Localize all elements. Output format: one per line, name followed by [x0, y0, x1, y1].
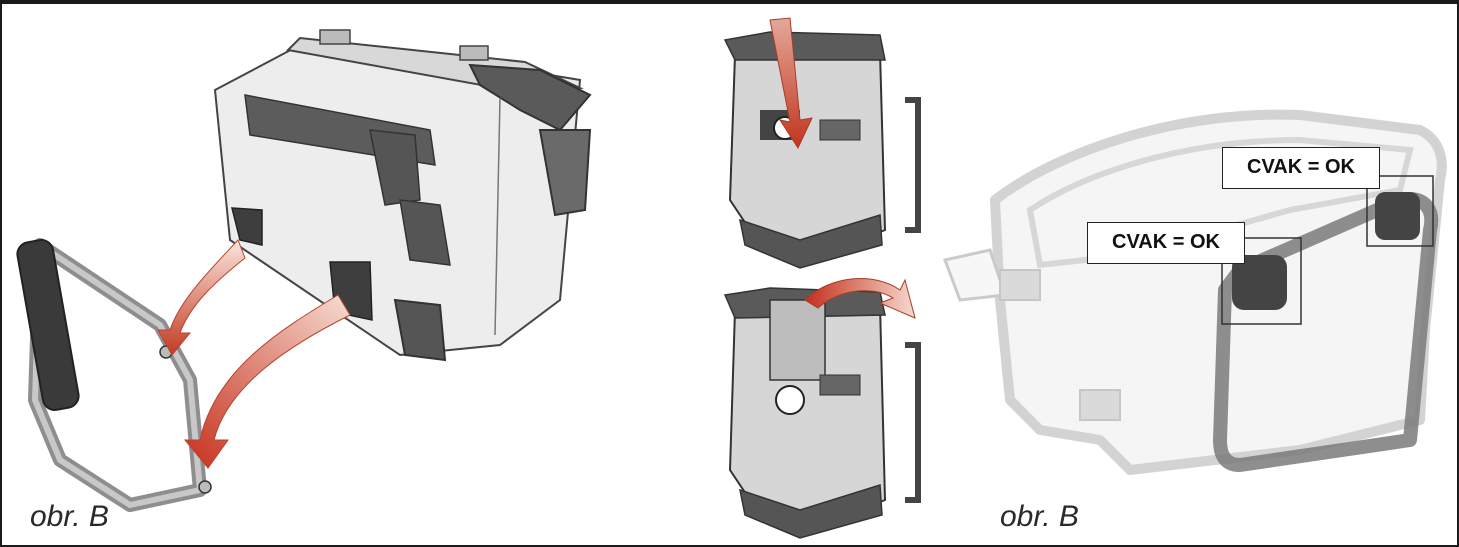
middle-rail-top	[905, 97, 921, 233]
middle-rail-bottom	[905, 342, 921, 503]
click-point-top	[1366, 175, 1434, 247]
left-mounting-rack	[16, 238, 212, 512]
left-pannier-case	[213, 29, 592, 362]
click-ok-label-top: CVAK = OK	[1222, 147, 1380, 189]
middle-case-bottom	[723, 287, 887, 539]
figure-caption-left: obr. B	[30, 500, 109, 533]
middle-case-top	[723, 31, 887, 269]
click-point-middle	[1221, 237, 1302, 325]
mount-arrow-upper	[157, 239, 246, 356]
mount-arrow-lower	[183, 294, 351, 469]
release-arc-arrow	[804, 278, 916, 319]
click-ok-label-middle: CVAK = OK	[1087, 222, 1245, 264]
figure-caption-right: obr. B	[1000, 500, 1079, 533]
press-down-arrow	[769, 17, 813, 150]
